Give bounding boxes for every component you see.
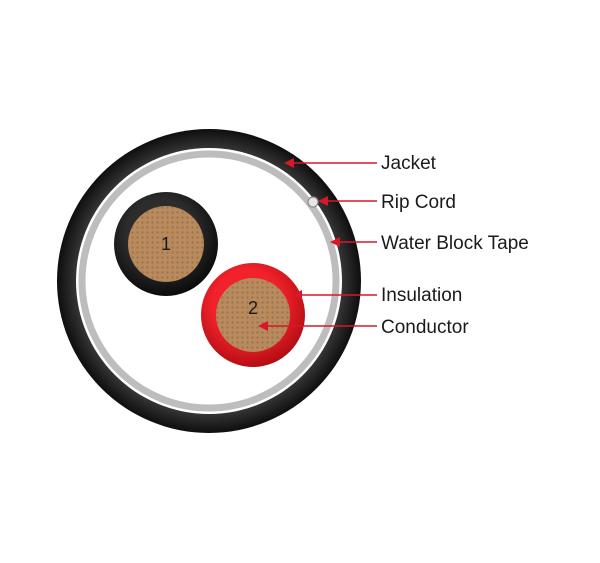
jacket-inner-space xyxy=(76,148,342,414)
conductor-arrowhead xyxy=(258,321,268,331)
core-1-conductor xyxy=(128,206,204,282)
jacket-label: Jacket xyxy=(381,153,437,174)
insulation-label: Insulation xyxy=(381,285,462,306)
jacket-arrowhead xyxy=(284,158,294,168)
water-block-tape-ring xyxy=(78,150,340,412)
core-1-number: 1 xyxy=(161,234,171,254)
core-2-number: 2 xyxy=(248,298,258,318)
core-1: 1 xyxy=(114,192,218,296)
insulation-arrowhead xyxy=(292,290,302,300)
core-2-conductor xyxy=(216,278,290,352)
rip-cord xyxy=(307,196,319,208)
conductor-label: Conductor xyxy=(381,317,469,338)
water-block-tape-arrowhead xyxy=(330,237,340,247)
leader-lines xyxy=(258,158,377,331)
rip-cord-label: Rip Cord xyxy=(381,192,456,213)
rip-cord-arrowhead xyxy=(318,196,328,206)
core-2: 2 xyxy=(201,263,305,367)
water-block-tape-label: Water Block Tape xyxy=(381,233,529,254)
